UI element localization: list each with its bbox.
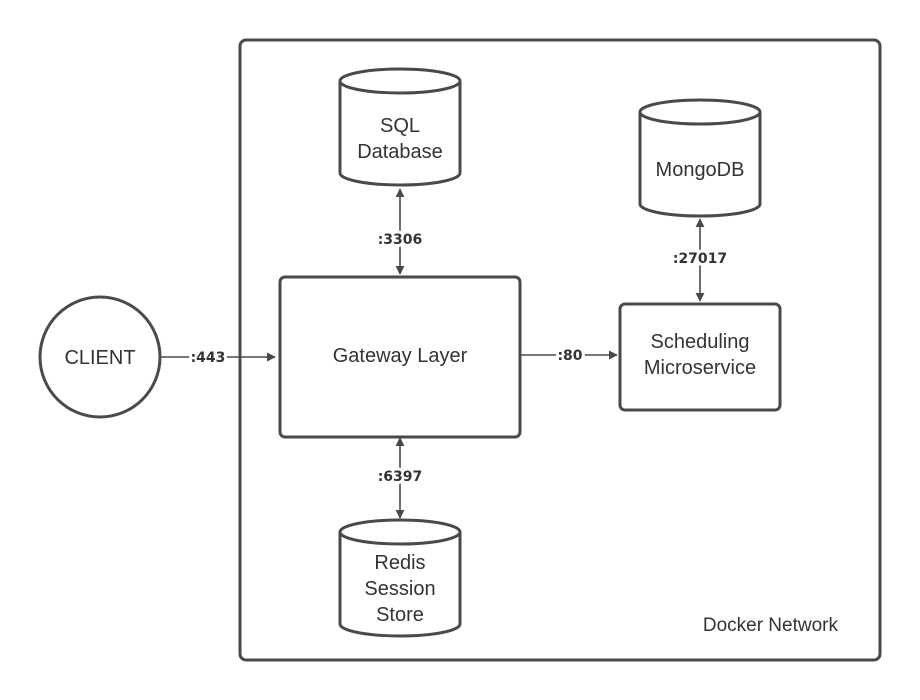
port-label-6397: :6397 bbox=[378, 469, 423, 485]
port-label-443: :443 bbox=[191, 350, 226, 366]
edge-client-gateway: :443 bbox=[161, 347, 276, 369]
scheduling-label-line-2: Microservice bbox=[644, 357, 756, 379]
gateway-layer-label: Gateway Layer bbox=[333, 345, 468, 367]
client-label: CLIENT bbox=[64, 347, 135, 369]
mongodb-node: MongoDB bbox=[638, 98, 762, 218]
port-label-80: :80 bbox=[557, 348, 582, 364]
scheduling-label-line-1: Scheduling bbox=[651, 331, 750, 353]
redis-label-line-3: Store bbox=[376, 604, 424, 626]
edge-scheduler-mongodb: :27017 bbox=[670, 218, 730, 302]
redis-session-store-node: Redis Session Store bbox=[338, 518, 462, 638]
edge-gateway-scheduler: :80 bbox=[520, 345, 618, 367]
sql-database-label-line-1: SQL bbox=[380, 115, 420, 137]
docker-network-label: Docker Network bbox=[703, 615, 839, 636]
client-node: CLIENT bbox=[38, 295, 162, 419]
sql-database-node: SQL Database bbox=[338, 67, 462, 187]
scheduling-microservice-node: Scheduling Microservice bbox=[618, 302, 782, 412]
sql-database-label-line-2: Database bbox=[357, 141, 443, 163]
edge-gateway-redis: :6397 bbox=[375, 437, 425, 519]
port-label-3306: :3306 bbox=[378, 232, 423, 248]
edge-gateway-sql: :3306 bbox=[375, 188, 425, 275]
redis-label-line-1: Redis bbox=[374, 552, 425, 574]
port-label-27017: :27017 bbox=[673, 251, 727, 267]
gateway-layer-node: Gateway Layer bbox=[278, 275, 522, 439]
redis-label-line-2: Session bbox=[364, 578, 435, 600]
mongodb-label: MongoDB bbox=[656, 159, 745, 181]
